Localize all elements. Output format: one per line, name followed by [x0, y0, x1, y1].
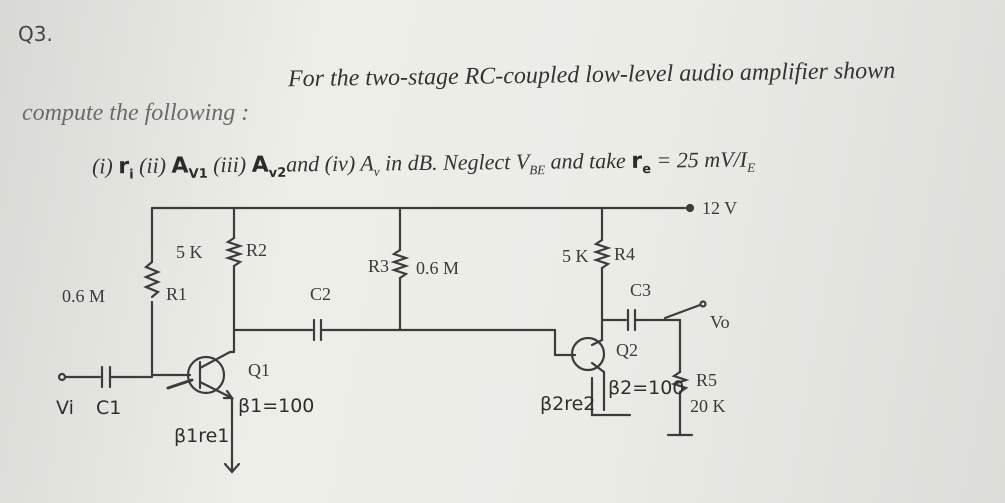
q1-emitter — [198, 380, 234, 400]
q1-ground-arrow — [223, 462, 241, 474]
beta2-label: β2=100 — [608, 377, 684, 399]
vo-label: Vo — [710, 312, 730, 332]
beta1-re1-arrow — [166, 378, 194, 390]
base2-wire — [398, 328, 577, 357]
r1-name: R1 — [166, 284, 187, 304]
r5-value: 20 K — [690, 396, 726, 416]
q1-label: Q1 — [248, 360, 270, 380]
c2-name: C2 — [310, 284, 331, 304]
q1-collector — [198, 350, 232, 370]
beta2-bracket — [590, 376, 632, 417]
question-number: Q3. — [18, 22, 53, 46]
r5-resistor — [670, 370, 690, 394]
r2-value: 5 K — [176, 242, 203, 262]
output-terminal — [699, 300, 707, 308]
supply-label: 12 V — [702, 198, 737, 218]
r3-value: 0.6 M — [416, 258, 459, 278]
q2-label: Q2 — [616, 340, 638, 360]
r3-resistor — [390, 248, 410, 280]
problem-line-2: compute the following : — [22, 100, 250, 126]
r2-resistor — [224, 236, 244, 268]
q2-emitter — [590, 361, 606, 374]
beta1-label: β1=100 — [238, 395, 314, 417]
output-top-branch — [663, 303, 702, 320]
q2-collector — [590, 338, 604, 347]
r4-value: 5 K — [562, 246, 589, 266]
c3-name: C3 — [630, 280, 651, 300]
r3-name: R3 — [368, 256, 389, 276]
r1-value: 0.6 M — [62, 286, 105, 306]
c1-label: C1 — [96, 397, 121, 419]
r5-name: R5 — [696, 370, 717, 390]
beta1-re1-label: β1re1 — [174, 425, 229, 447]
vi-label: Vi — [56, 397, 74, 419]
r4-resistor — [592, 238, 612, 270]
r1-resistor — [143, 260, 161, 299]
q1-body — [186, 355, 226, 395]
q2-body — [570, 336, 606, 372]
beta2-re2-label: β2re2 — [540, 393, 595, 415]
supply-terminal — [685, 203, 695, 213]
r2-name: R2 — [246, 240, 267, 260]
r4-name: R4 — [614, 244, 635, 264]
